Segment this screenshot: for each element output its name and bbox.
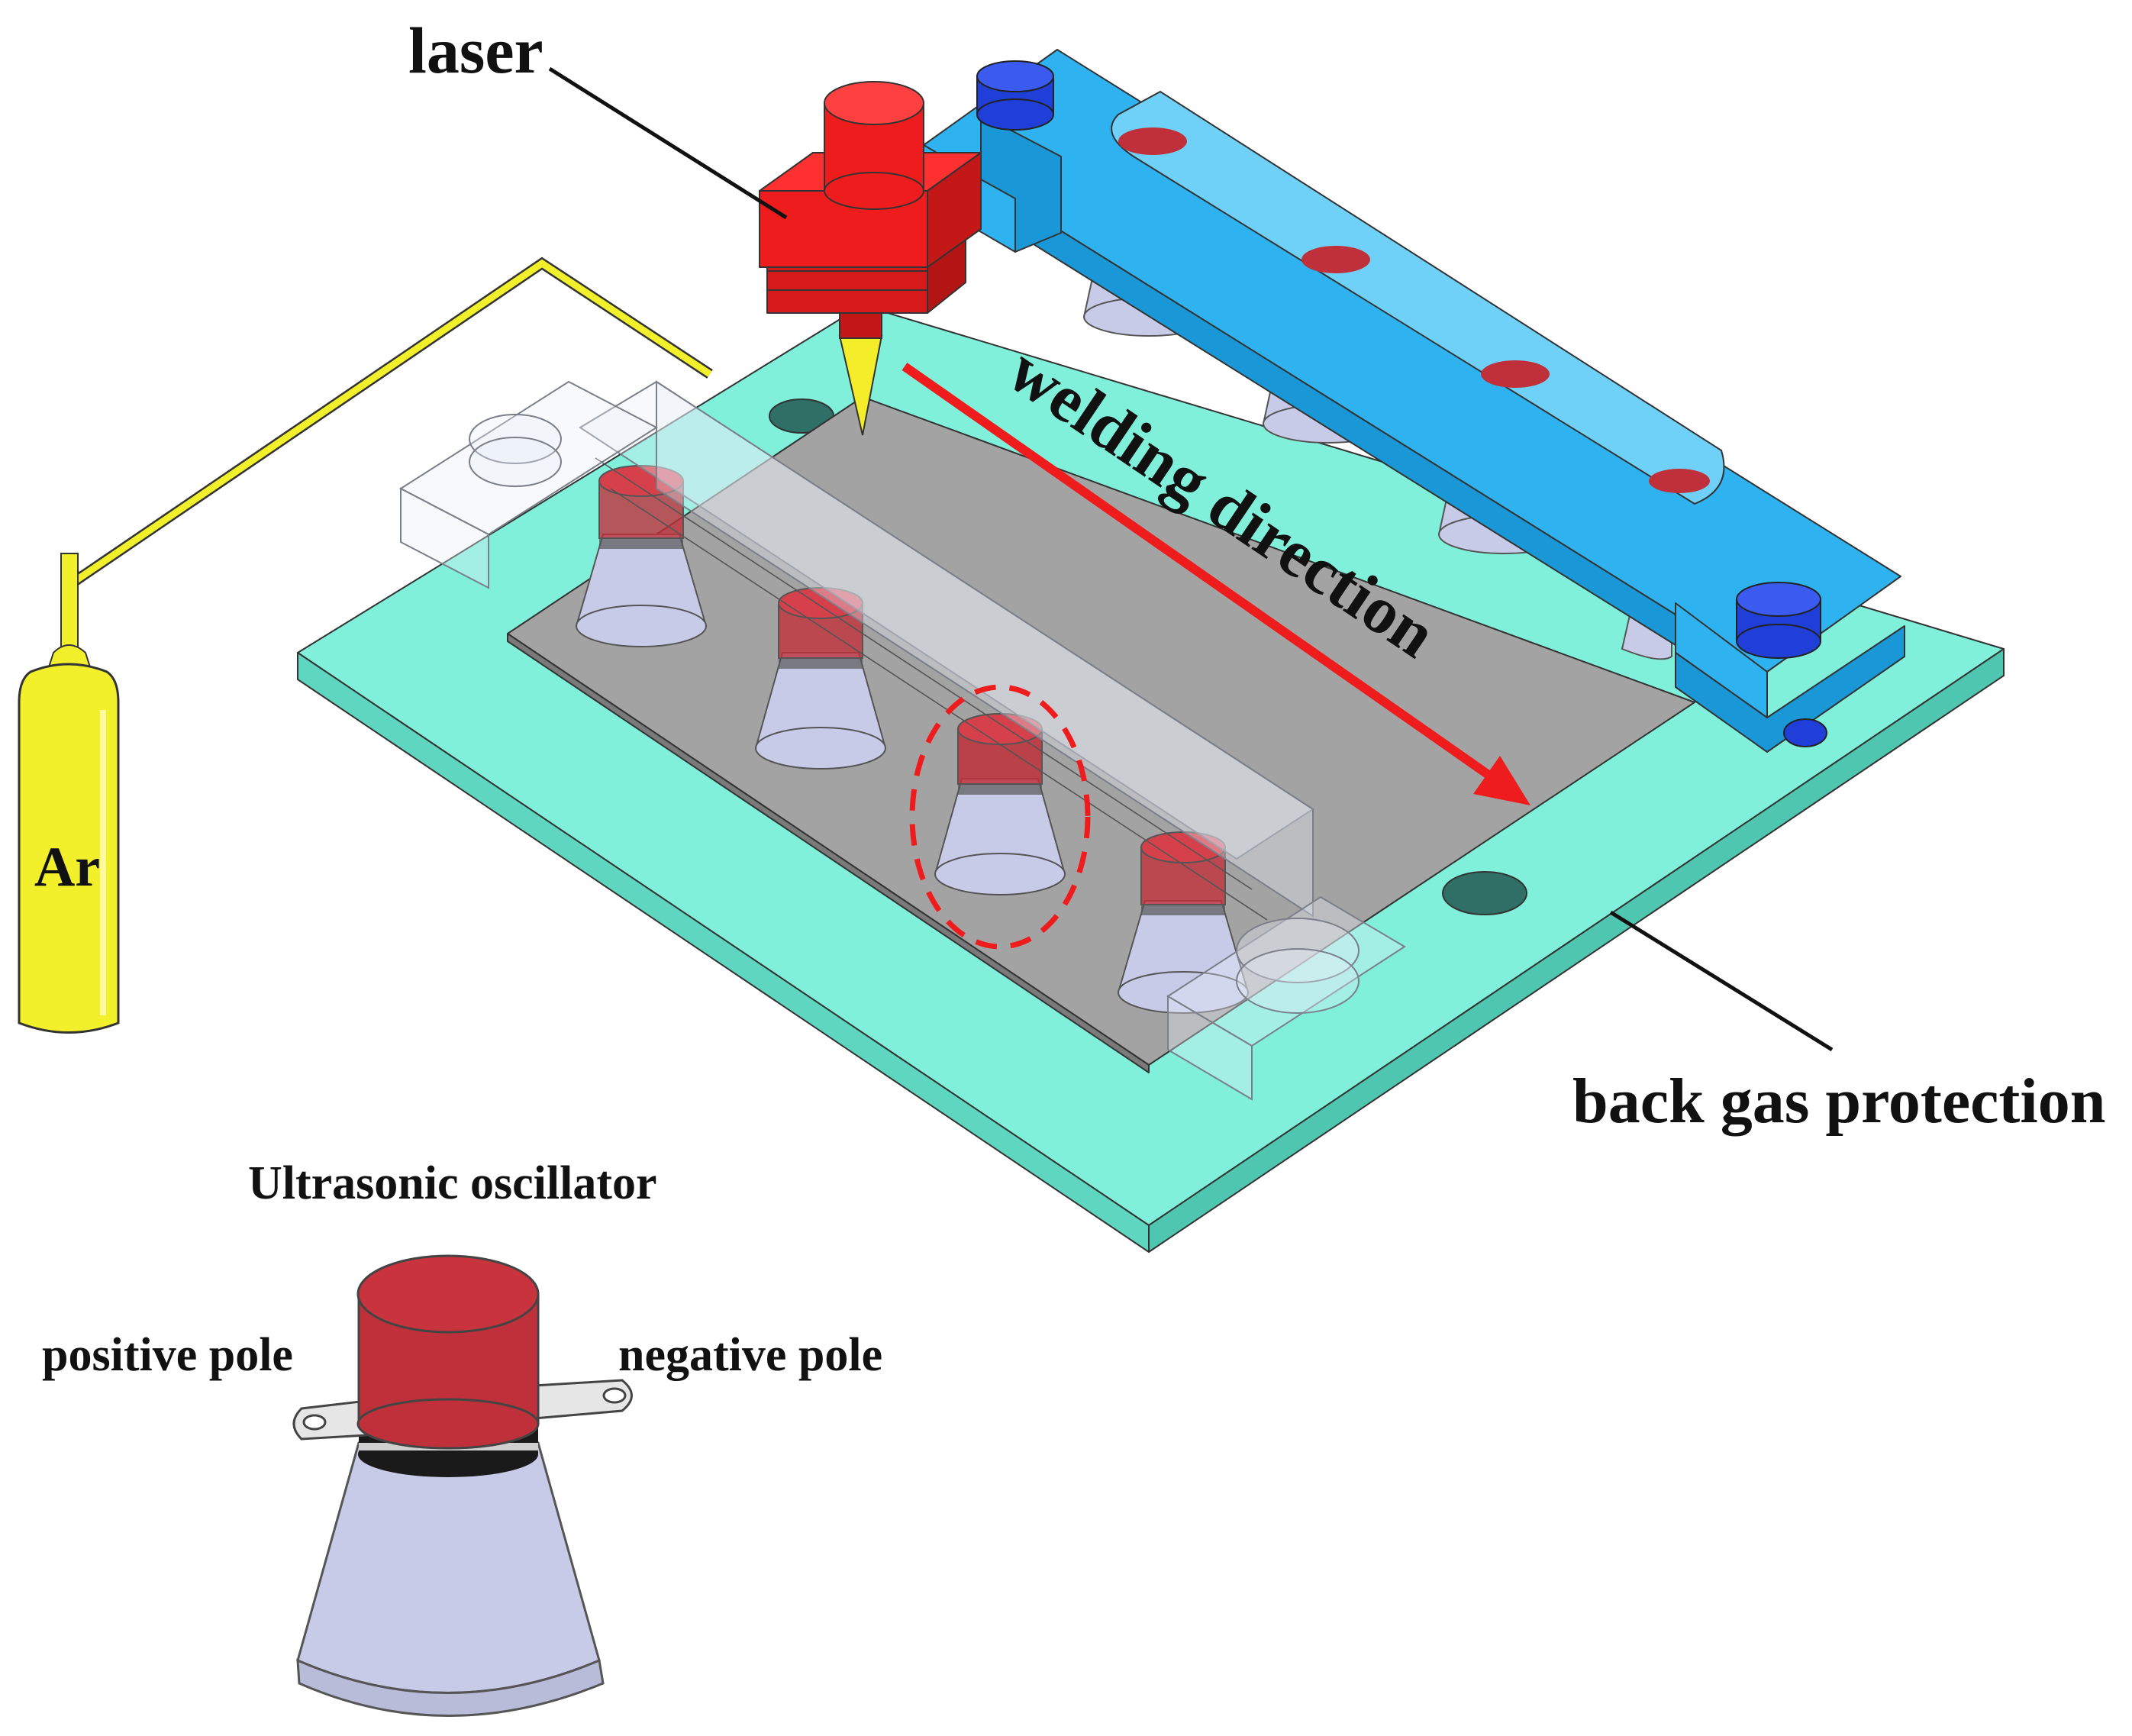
glass-knob-left <box>469 414 562 464</box>
front-oscillator <box>754 587 887 770</box>
clamp-right-foot <box>1675 625 1905 753</box>
base-plate-front-right <box>1148 648 2005 1253</box>
welding-direction-arrow <box>902 363 1530 805</box>
positive-pole-tab <box>292 1399 368 1441</box>
argon-supply: Ar <box>18 257 713 1034</box>
oscillator-cap-top <box>356 1254 540 1334</box>
base-hole-bottom <box>1442 871 1527 915</box>
clamp-bolt-rear <box>976 60 1054 131</box>
glass-block-left-side <box>400 487 489 589</box>
glass-knob-right <box>1236 918 1360 983</box>
laser-head <box>759 81 982 436</box>
clamp-slot <box>1111 90 1725 505</box>
laser-leader <box>548 66 788 220</box>
back-gas-leader <box>1609 910 1834 1052</box>
slot-cap <box>1481 360 1550 388</box>
slot-cap <box>1649 469 1710 493</box>
back-gas-protection-label: back gas protection <box>1572 1066 2105 1137</box>
glass-block-right-side <box>1167 995 1253 1101</box>
clamp-bar <box>923 49 1905 753</box>
workpiece-edge <box>507 633 1150 1073</box>
argon-bottle: Ar <box>18 553 120 1034</box>
workpiece-plate <box>507 396 1695 1073</box>
negative-pole-tab <box>533 1379 633 1420</box>
positive-pole-label: positive pole <box>42 1329 293 1381</box>
negative-pole-label: negative pole <box>618 1329 882 1381</box>
clamp-bolt-front <box>1736 582 1827 747</box>
front-oscillator <box>1117 831 1250 1014</box>
front-oscillator-row <box>575 465 1250 1014</box>
ar-label: Ar <box>34 836 100 899</box>
front-oscillator <box>575 465 708 647</box>
laser-label: laser <box>408 14 543 87</box>
ultrasonic-oscillator-label: Ultrasonic oscillator <box>248 1157 657 1209</box>
laser-cylinder-top <box>824 81 924 125</box>
oscillator-horn <box>296 1441 601 1694</box>
slot-cap <box>1301 246 1370 273</box>
front-oscillator-highlighted <box>934 713 1066 895</box>
transparent-clamp <box>399 380 1406 1101</box>
slot-cap <box>1118 127 1187 155</box>
highlight-ring <box>909 684 1091 950</box>
oscillator-detail <box>292 1254 633 1717</box>
glass-bar-side <box>656 380 1314 918</box>
